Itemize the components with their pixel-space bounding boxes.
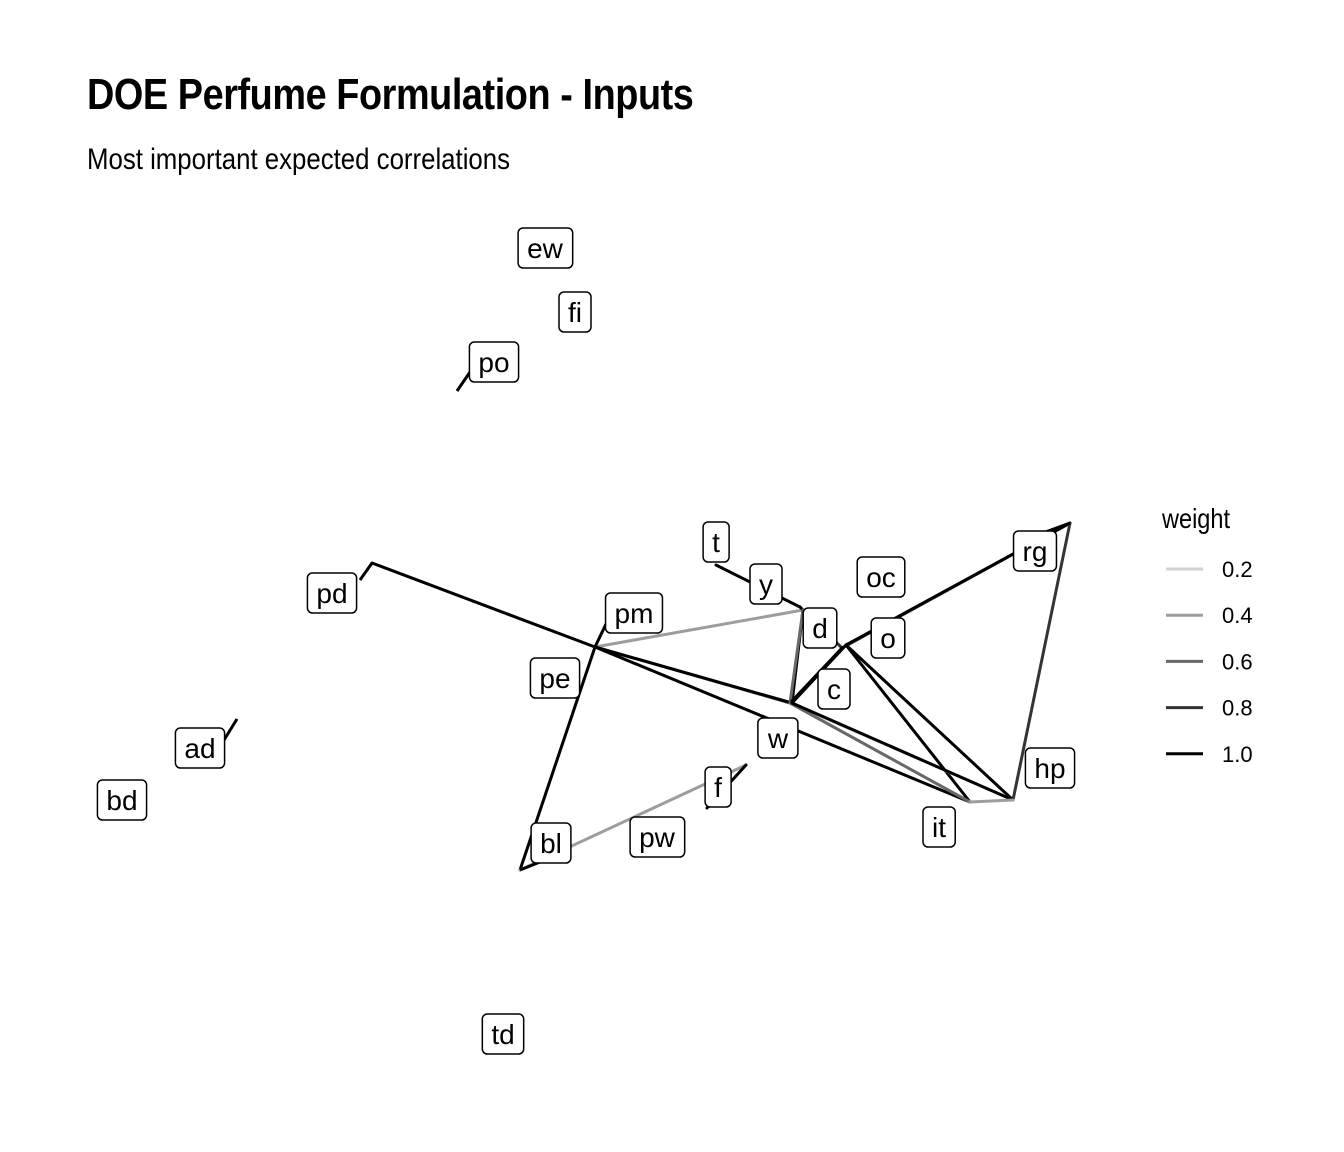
edge-rg-hp xyxy=(1011,521,1072,802)
node-label-pe: pe xyxy=(539,663,570,694)
node-f: f xyxy=(704,766,732,808)
node-d: d xyxy=(802,607,838,649)
node-pw: pw xyxy=(629,816,686,858)
weight-legend: weight 0.2 0.4 0.6 0.8 1.0 xyxy=(1161,503,1252,767)
edge-tail-po xyxy=(455,371,472,392)
node-ad: ad xyxy=(174,727,226,769)
node-pd: pd xyxy=(306,572,358,614)
edge-tail-pm xyxy=(593,623,608,648)
node-box-t xyxy=(702,521,730,563)
node-box-fi xyxy=(558,291,592,333)
edge-tail-pd xyxy=(358,562,374,581)
node-box-o xyxy=(870,617,906,659)
node-label-y: y xyxy=(759,569,773,600)
node-hp: hp xyxy=(1024,747,1076,789)
node-fi: fi xyxy=(558,291,592,333)
node-c: c xyxy=(817,668,851,710)
edge-pm-d xyxy=(593,608,805,649)
edge-hp-it xyxy=(968,798,1015,804)
node-box-bl xyxy=(530,822,572,864)
node-label-f: f xyxy=(714,772,722,803)
node-box-w xyxy=(757,717,799,759)
node-label-bl: bl xyxy=(540,828,562,859)
node-label-rg: rg xyxy=(1023,536,1048,567)
node-label-pw: pw xyxy=(639,822,676,853)
edge-d-c xyxy=(788,608,805,705)
node-box-pw xyxy=(629,816,686,858)
chart-subtitle: Most important expected correlations xyxy=(87,143,511,176)
node-td: td xyxy=(481,1013,525,1055)
node-label-ad: ad xyxy=(184,733,215,764)
node-label-fi: fi xyxy=(568,297,582,328)
edge-tail-ad xyxy=(222,718,239,741)
legend-label-1: 0.4 xyxy=(1222,603,1253,628)
edge-o-it xyxy=(844,643,972,804)
node-box-hp xyxy=(1024,747,1076,789)
node-box-y xyxy=(749,563,783,605)
node-it: it xyxy=(922,806,956,848)
node-box-pd xyxy=(306,572,358,614)
node-box-ad xyxy=(174,727,226,769)
node-o: o xyxy=(870,617,906,659)
node-label-t: t xyxy=(712,527,720,558)
node-label-po: po xyxy=(478,347,509,378)
edge-c-it xyxy=(788,701,972,804)
node-box-bd xyxy=(96,779,148,821)
node-box-pm xyxy=(604,592,664,634)
node-bd: bd xyxy=(96,779,148,821)
node-oc: oc xyxy=(856,556,906,598)
edge-o-hp xyxy=(844,643,1015,802)
node-box-c xyxy=(817,668,851,710)
node-box-it xyxy=(922,806,956,848)
node-pe: pe xyxy=(529,657,581,699)
node-label-d: d xyxy=(812,613,828,644)
edge-oc-c xyxy=(788,646,844,705)
node-box-d xyxy=(802,607,838,649)
legend-label-0: 0.2 xyxy=(1222,557,1253,582)
node-box-ew xyxy=(517,227,574,269)
node-label-td: td xyxy=(491,1019,514,1050)
node-label-it: it xyxy=(932,812,946,843)
legend-label-2: 0.6 xyxy=(1222,649,1253,674)
node-label-pm: pm xyxy=(615,598,654,629)
node-y: y xyxy=(749,563,783,605)
node-rg: rg xyxy=(1012,530,1058,572)
node-label-ew: ew xyxy=(527,233,564,264)
node-box-po xyxy=(468,341,520,383)
edge-w-hp xyxy=(790,701,1015,802)
node-pm: pm xyxy=(604,592,664,634)
node-box-td xyxy=(481,1013,525,1055)
node-box-oc xyxy=(856,556,906,598)
node-label-o: o xyxy=(880,623,896,654)
node-label-bd: bd xyxy=(106,785,137,816)
legend-title: weight xyxy=(1161,503,1230,534)
nodes-layer: ew fi po t y oc rg pd pm d o pe c ad w hp bd f it pw bl td xyxy=(96,227,1076,1055)
node-t: t xyxy=(702,521,730,563)
node-w: w xyxy=(757,717,799,759)
edge-pm-w xyxy=(593,645,794,705)
edge-pd-pm xyxy=(370,561,597,649)
node-label-hp: hp xyxy=(1034,753,1065,784)
node-box-f xyxy=(704,766,732,808)
node-label-w: w xyxy=(767,723,789,754)
node-label-pd: pd xyxy=(316,578,347,609)
chart-title: DOE Perfume Formulation - Inputs xyxy=(87,70,694,119)
node-label-c: c xyxy=(827,674,841,705)
node-box-pe xyxy=(529,657,581,699)
node-po: po xyxy=(468,341,520,383)
node-bl: bl xyxy=(530,822,572,864)
node-label-oc: oc xyxy=(866,562,896,593)
legend-label-3: 0.8 xyxy=(1222,696,1253,721)
legend-label-4: 1.0 xyxy=(1222,742,1253,767)
node-ew: ew xyxy=(517,227,574,269)
node-box-rg xyxy=(1012,530,1058,572)
